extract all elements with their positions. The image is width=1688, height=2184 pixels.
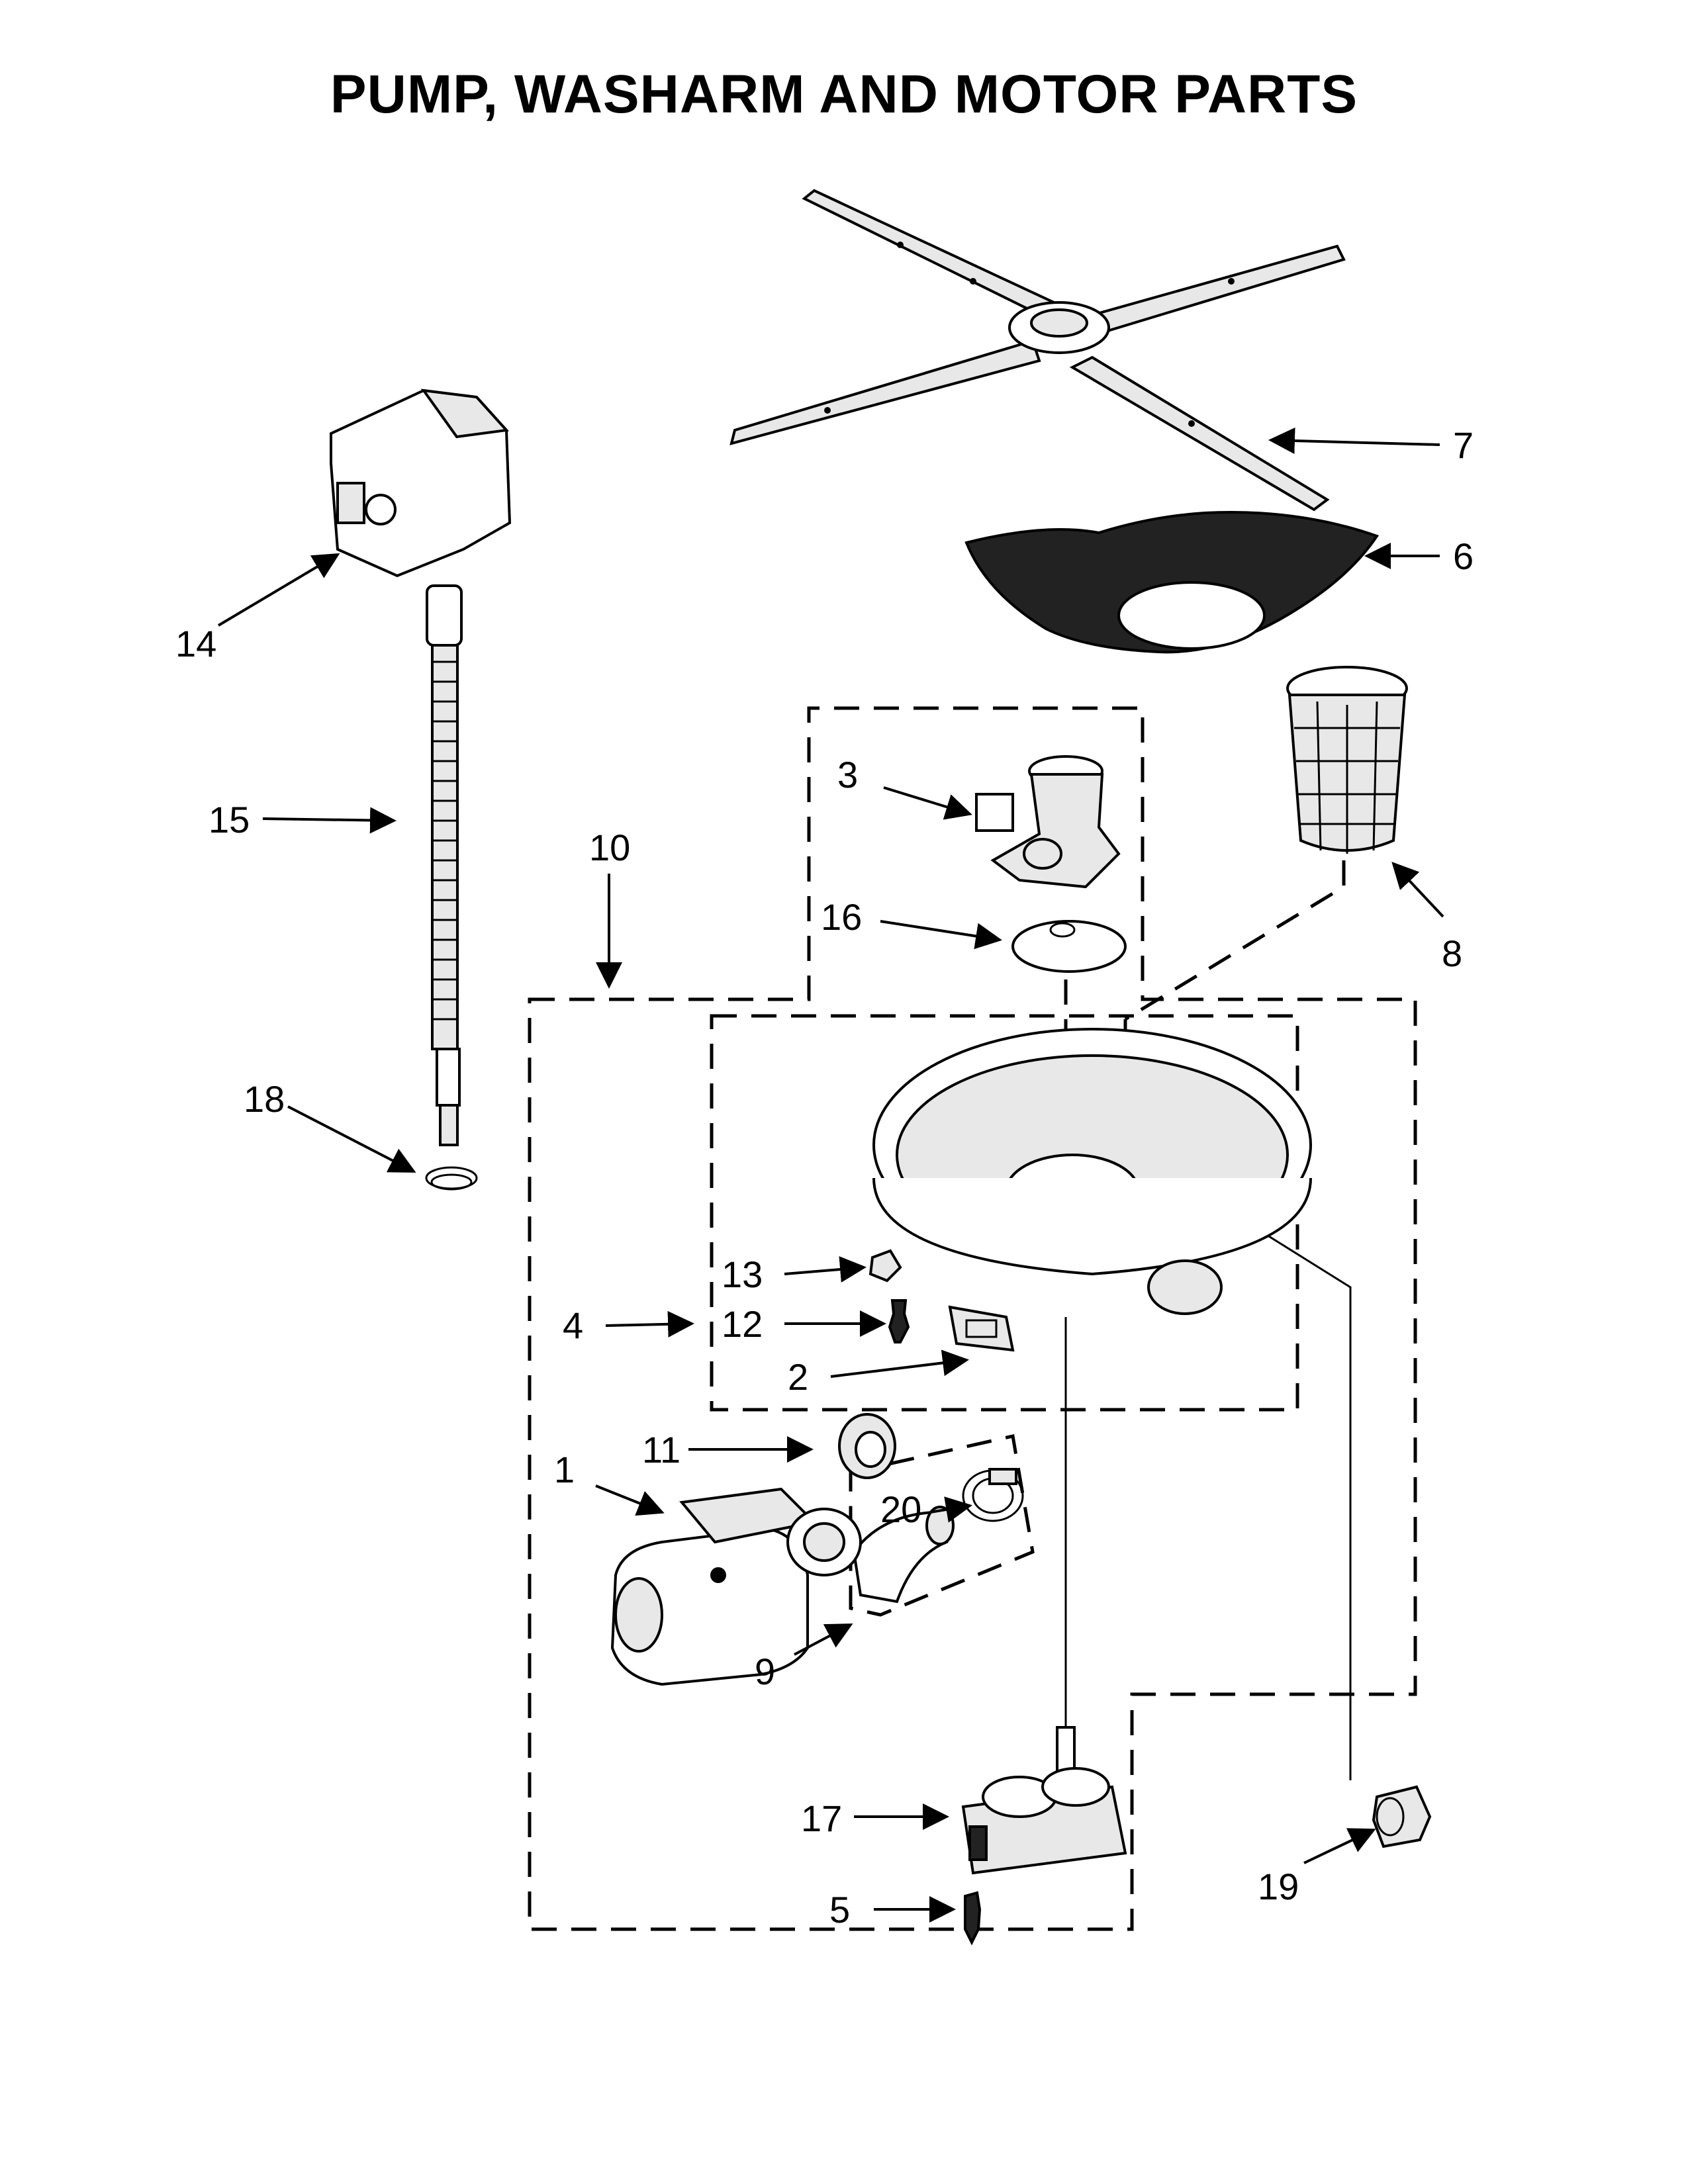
part-16-seal[interactable] bbox=[1011, 920, 1127, 973]
callout-20[interactable]: 20 bbox=[880, 1488, 921, 1530]
callout-6[interactable]: 6 bbox=[1453, 535, 1474, 577]
callout-7[interactable]: 7 bbox=[1453, 424, 1474, 466]
part-15-drain-hose[interactable] bbox=[426, 584, 463, 1146]
callout-3[interactable]: 3 bbox=[837, 754, 858, 796]
part-2-connector[interactable] bbox=[948, 1305, 1015, 1352]
part-17-diverter-motor[interactable] bbox=[961, 1726, 1127, 1875]
part-20-clamp[interactable] bbox=[962, 1468, 1024, 1522]
part-12-screw[interactable] bbox=[888, 1299, 910, 1343]
callout-14[interactable]: 14 bbox=[175, 623, 216, 664]
assembly-4-outline bbox=[710, 1014, 1299, 1412]
part-4-sump-assembly[interactable] bbox=[872, 1028, 1312, 1315]
callout-5[interactable]: 5 bbox=[829, 1889, 850, 1931]
callout-9[interactable]: 9 bbox=[755, 1651, 775, 1692]
connection-line-8 bbox=[1124, 860, 1346, 1021]
part-7-wash-arm[interactable] bbox=[729, 189, 1346, 512]
callout-11[interactable]: 11 bbox=[642, 1429, 680, 1471]
part-8-filter[interactable] bbox=[1286, 666, 1408, 854]
page-title: PUMP, WASHARM AND MOTOR PARTS bbox=[330, 64, 1358, 124]
part-13-clip[interactable] bbox=[868, 1249, 902, 1283]
part-5-screw[interactable] bbox=[964, 1891, 982, 1946]
callout-19[interactable]: 19 bbox=[1258, 1866, 1299, 1907]
callout-1[interactable]: 1 bbox=[554, 1449, 575, 1490]
callout-8[interactable]: 8 bbox=[1442, 933, 1462, 974]
callout-13[interactable]: 13 bbox=[722, 1253, 763, 1295]
part-9-hose[interactable] bbox=[852, 1506, 955, 1604]
part-3-chopper-assembly[interactable] bbox=[975, 755, 1121, 889]
part-1-pump-motor[interactable] bbox=[610, 1487, 862, 1686]
assembly-9-outline bbox=[849, 1433, 1035, 1617]
assembly-10-outline bbox=[528, 706, 1417, 1931]
connection-line-19 bbox=[1244, 1220, 1352, 1780]
callout-12[interactable]: 12 bbox=[722, 1303, 763, 1345]
callout-15[interactable]: 15 bbox=[209, 799, 250, 841]
callout-10[interactable]: 10 bbox=[589, 827, 630, 868]
callout-16[interactable]: 16 bbox=[821, 896, 862, 938]
part-14-drain-pump[interactable] bbox=[330, 388, 512, 578]
part-11-seal-ring[interactable] bbox=[838, 1413, 896, 1479]
part-6-deflector[interactable] bbox=[964, 511, 1380, 654]
callout-17[interactable]: 17 bbox=[801, 1797, 842, 1839]
callout-18[interactable]: 18 bbox=[244, 1078, 285, 1120]
part-18-hose-clamp[interactable] bbox=[425, 1166, 478, 1191]
part-19-sensor[interactable] bbox=[1372, 1785, 1432, 1848]
callout-2[interactable]: 2 bbox=[788, 1356, 808, 1398]
callout-4[interactable]: 4 bbox=[563, 1304, 583, 1346]
